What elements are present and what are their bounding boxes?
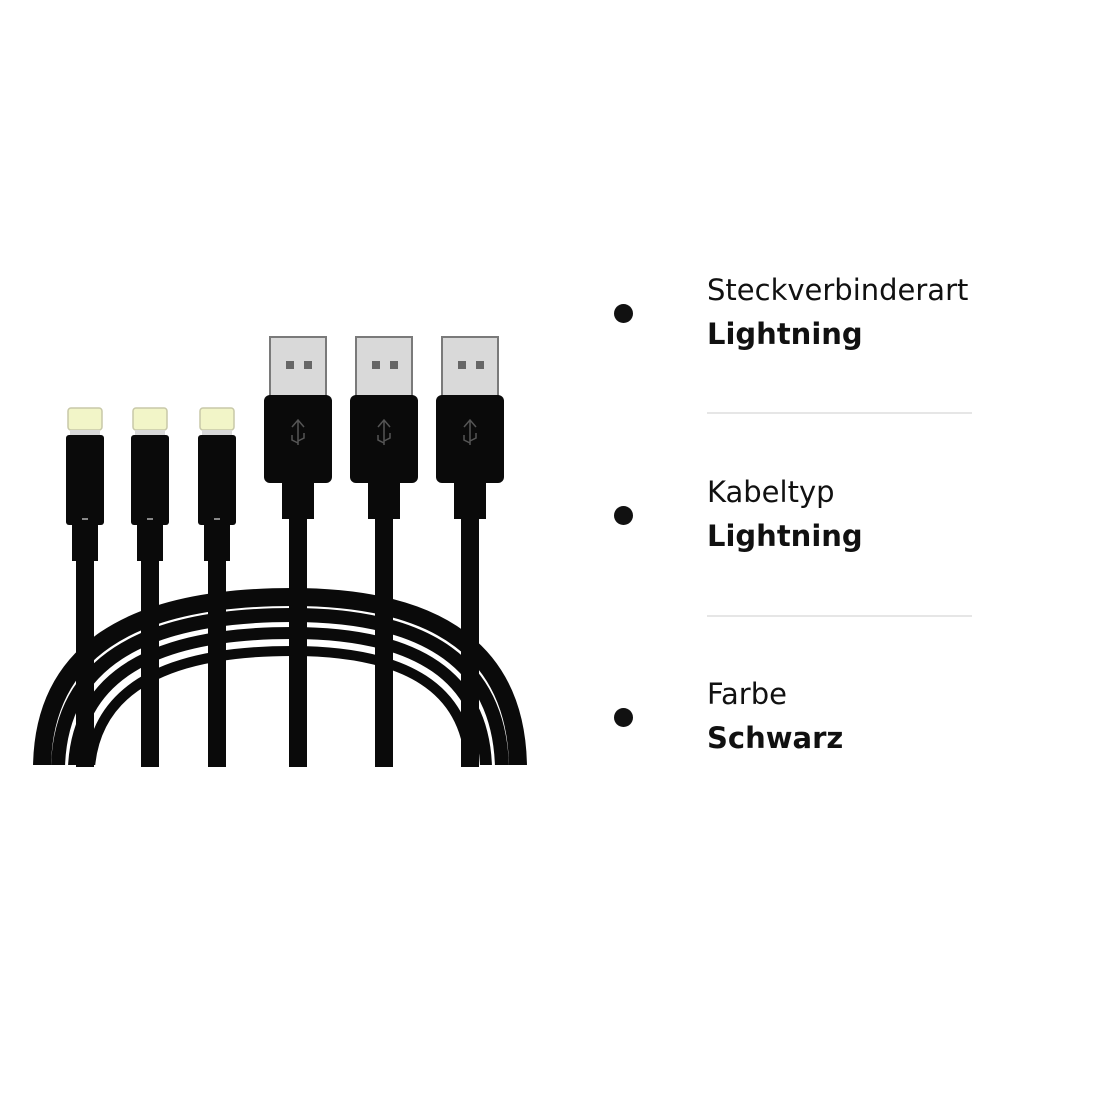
spec-value: Schwarz [707,721,844,755]
usb-connector [264,336,332,767]
spec-label: Kabeltyp [707,475,835,509]
divider [707,412,972,414]
divider [707,615,972,617]
bullet-icon [614,708,633,727]
usb-connector [350,336,418,767]
cable-bundle-icon [30,336,530,776]
spec-label: Farbe [707,677,787,711]
bullet-icon [614,506,633,525]
lightning-connector [66,407,104,767]
lightning-connector [198,407,236,767]
spec-list: Steckverbinderart Lightning Kabeltyp Lig… [600,260,980,780]
spec-value: Lightning [707,519,863,553]
product-image [30,325,530,776]
usb-connector [436,336,504,767]
spec-value: Lightning [707,317,863,351]
spec-label: Steckverbinderart [707,273,969,307]
bullet-icon [614,304,633,323]
lightning-connector [131,407,169,767]
